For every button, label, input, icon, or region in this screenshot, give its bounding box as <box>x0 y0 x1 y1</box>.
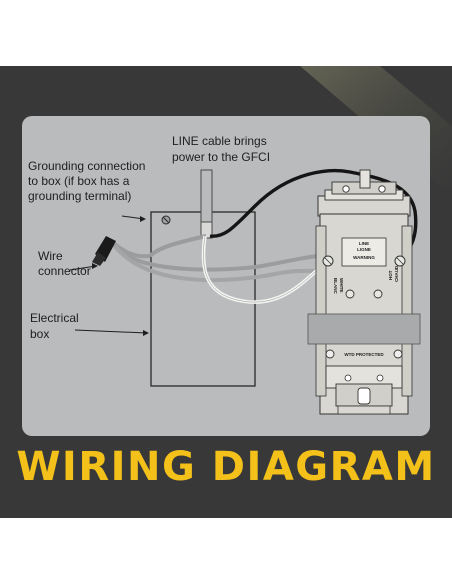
grounding-screw-icon <box>161 215 171 225</box>
line-cable <box>200 169 213 239</box>
electrical-box-label-1: Electrical <box>30 311 79 325</box>
outlet-line-text: LINE <box>359 241 369 246</box>
ground-wire-to-outlet <box>110 240 319 272</box>
electrical-box-arrow <box>74 329 148 334</box>
ground-wire-lower <box>113 244 321 283</box>
outlet-protected-text: WTD PROTECTED <box>344 352 384 357</box>
outlet-blanc-text: BLANC <box>333 278 338 294</box>
white-wire-outline <box>203 235 323 303</box>
wiring-diagram-figure: LINE LIGNE WARNING WHITE BLANC HOT CHAUD… <box>0 66 452 518</box>
outlet-warning-text: WARNING <box>353 255 375 260</box>
wire-connector-icon <box>92 236 116 266</box>
outlet-hot-text: HOT <box>388 270 393 280</box>
wiring-diagram-title: WIRING DIAGRAM <box>16 444 435 490</box>
line-cable-label-2: power to the GFCI <box>172 150 270 164</box>
black-hot-wire <box>209 168 418 260</box>
electrical-box-label-2: box <box>30 327 49 341</box>
wire-connector-label-2: connector <box>38 264 91 278</box>
ground-wire-to-box <box>148 234 207 258</box>
line-cable-label-1: LINE cable brings <box>172 134 267 148</box>
outlet-chaud-text: CHAUD <box>394 265 399 282</box>
wire-connector-label-1: Wire <box>38 249 63 263</box>
wire-connector-arrow <box>69 265 97 271</box>
gfci-outlet: LINE LIGNE WARNING WHITE BLANC HOT CHAUD… <box>307 169 421 415</box>
outlet-white-text: WHITE <box>339 278 344 293</box>
grounding-label-3: grounding terminal) <box>28 189 131 203</box>
grounding-label-2: to box (if box has a <box>28 174 130 188</box>
outlet-ligne-text: LIGNE <box>357 247 371 252</box>
grounding-label-1: Grounding connection <box>28 159 145 173</box>
